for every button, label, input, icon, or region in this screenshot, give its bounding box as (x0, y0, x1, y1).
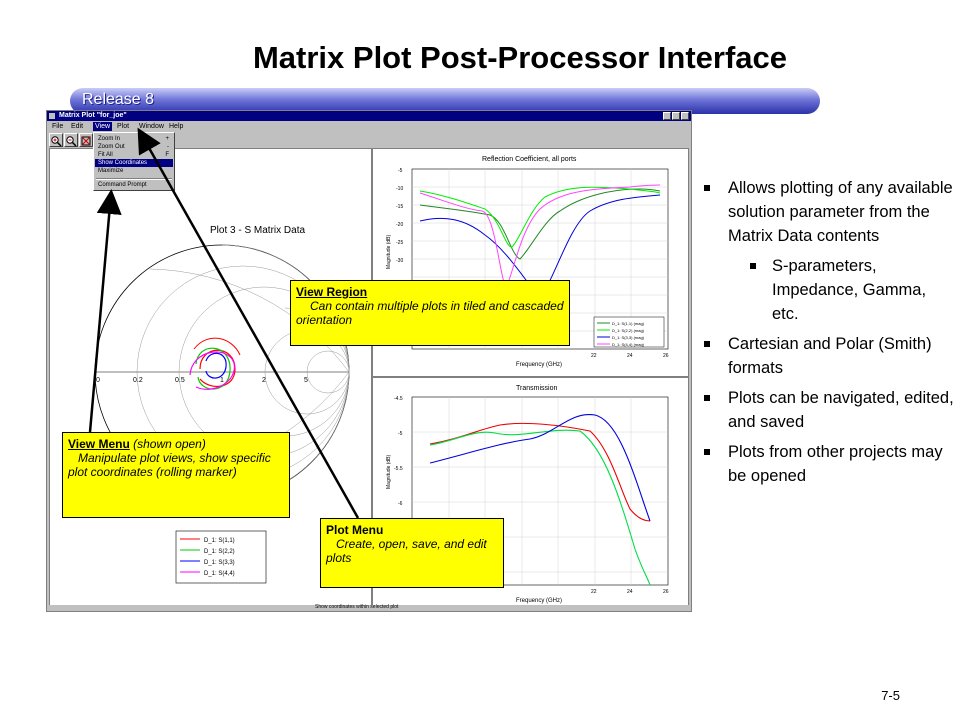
page-number: 7-5 (881, 688, 900, 703)
reflection-xtick-26: 26 (663, 353, 669, 359)
transmission-plot[interactable]: Transmission -4.5 -5 -5.5 -6 Magnitude (… (386, 385, 669, 604)
menu-plot[interactable]: Plot (117, 123, 130, 130)
reflection-legend-s22: D_1: S(2,2) (mag) (612, 328, 645, 333)
smith-axis-label-1: 1 (220, 377, 224, 384)
smith-chart[interactable]: Plot 3 - S Matrix Data 0 0.2 0.5 1 2 5 (94, 225, 350, 584)
zoom-in-icon[interactable] (49, 133, 63, 147)
transmission-trace-1 (429, 422, 651, 522)
menu-separator (96, 178, 172, 180)
menu-bar: File Edit View Plot Window Help (47, 121, 691, 132)
transmission-ytick-1: -4.5 (394, 396, 403, 402)
close-button[interactable] (681, 112, 689, 120)
bullet-item: Cartesian and Polar (Smith) formats (704, 332, 954, 380)
status-text: Show coordinates within selected plot (315, 604, 399, 610)
bullet-item: Plots can be navigated, edited, and save… (704, 386, 954, 434)
bullet-marker (750, 263, 756, 269)
app-icon (49, 113, 55, 119)
plot-menu-callout: Plot Menu Create, open, save, and edit p… (320, 518, 504, 588)
reflection-ytick-5: -25 (396, 240, 403, 246)
view-region-callout-title: View Region (296, 285, 368, 299)
view-menu-callout: View Menu (shown open) Manipulate plot v… (62, 432, 290, 518)
menu-item-show-coordinates[interactable]: Show Coordinates (95, 159, 173, 167)
transmission-xtick-22: 22 (591, 589, 597, 595)
view-region-callout-text: Can contain multiple plots in tiled and … (296, 299, 564, 327)
smith-legend-s44: D_1: S(4,4) (204, 571, 235, 577)
zoom-out-icon[interactable] (64, 133, 78, 147)
reflection-trace-s11 (419, 188, 661, 260)
transmission-xlabel: Frequency (GHz) (516, 598, 562, 604)
bullet-marker (704, 395, 710, 401)
bullet-item: Plots from other projects may be opened (704, 440, 954, 488)
view-menu-callout-text: Manipulate plot views, show specific plo… (68, 451, 271, 479)
transmission-trace-3 (429, 414, 651, 522)
view-menu-callout-subtitle: (shown open) (133, 437, 206, 451)
menu-edit[interactable]: Edit (71, 123, 84, 130)
bullet-subitem: S-parameters, Impedance, Gamma, etc. (750, 254, 954, 326)
window-title: Matrix Plot "for_joe" (59, 112, 127, 119)
bullet-marker (704, 341, 710, 347)
smith-legend-s33: D_1: S(3,3) (204, 560, 235, 566)
reflection-legend-s44: D_1: S(4,4) (mag) (612, 342, 645, 347)
menu-item-command-prompt[interactable]: Command Prompt (98, 182, 147, 188)
reflection-trace-s44 (419, 184, 661, 288)
reflection-legend (593, 316, 665, 348)
smith-axis-label-5: 5 (304, 377, 308, 384)
smith-axis-label-02: 0.2 (133, 377, 143, 384)
reflection-xtick-24: 24 (627, 353, 633, 359)
menu-window[interactable]: Window (139, 123, 164, 130)
menu-view[interactable]: View (93, 122, 113, 131)
view-region-callout: View Region Can contain multiple plots i… (290, 280, 570, 346)
slide-title: Matrix Plot Post-Processor Interface (252, 40, 788, 75)
status-bar: Show coordinates within selected plot (47, 604, 691, 611)
bullet-list: Allows plotting of any available solutio… (704, 176, 954, 494)
transmission-trace-2 (429, 429, 651, 586)
smith-axis-label-0: 0 (96, 377, 100, 384)
bullet-item: Allows plotting of any available solutio… (704, 176, 954, 248)
transmission-ylabel: Magnitude (dB) (386, 454, 392, 489)
menu-file[interactable]: File (52, 123, 64, 130)
menu-item-zoom-out[interactable]: Zoom Out- (98, 144, 169, 150)
reflection-ytick-2: -10 (396, 186, 403, 192)
transmission-ytick-2: -5 (398, 431, 403, 437)
smith-trace-s33 (205, 352, 227, 379)
menu-item-maximize[interactable]: Maximize (98, 168, 124, 174)
reflection-ylabel: Magnitude (dB) (386, 234, 392, 269)
transmission-xtick-24: 24 (627, 589, 633, 595)
reflection-ytick-1: -5 (398, 168, 403, 174)
smith-axis-label-2: 2 (262, 377, 266, 384)
release-banner: Release 8 (70, 88, 820, 114)
reflection-ytick-6: -30 (396, 258, 403, 264)
reflection-legend-s33: D_1: S(3,3) (mag) (612, 335, 645, 340)
view-menu-callout-title: View Menu (68, 437, 130, 451)
transmission-ytick-4: -6 (398, 501, 403, 507)
release-label: Release 8 (82, 91, 155, 108)
reflection-plot-title: Reflection Coefficient, all ports (482, 156, 577, 163)
menu-item-zoom-in[interactable]: Zoom In+ (98, 136, 169, 142)
bullet-marker (704, 185, 710, 191)
transmission-ytick-3: -5.5 (394, 466, 403, 472)
smith-legend (175, 530, 267, 584)
reflection-xtick-22: 22 (591, 353, 597, 359)
reflection-ytick-3: -15 (396, 204, 403, 210)
reflection-xlabel: Frequency (GHz) (516, 362, 562, 368)
reflection-ytick-4: -20 (396, 222, 403, 228)
plot-menu-callout-title: Plot Menu (326, 523, 384, 537)
reflection-legend-s11: D_1: S(1,1) (mag) (612, 321, 645, 326)
fit-all-icon[interactable] (79, 133, 93, 147)
transmission-plot-title: Transmission (516, 385, 557, 392)
window-titlebar[interactable]: Matrix Plot "for_joe" (47, 111, 691, 121)
menu-help[interactable]: Help (169, 123, 184, 130)
minimize-button[interactable] (663, 112, 671, 120)
smith-legend-s11: D_1: S(1,1) (204, 538, 235, 544)
maximize-button[interactable] (672, 112, 680, 120)
bullet-marker (704, 449, 710, 455)
smith-axis-label-05: 0.5 (175, 377, 185, 384)
transmission-xtick-26: 26 (663, 589, 669, 595)
reflection-trace-s22 (419, 186, 661, 248)
smith-plot-title: Plot 3 - S Matrix Data (210, 225, 305, 236)
smith-legend-s22: D_1: S(2,2) (204, 549, 235, 555)
plot-menu-callout-text: Create, open, save, and edit plots (326, 537, 487, 565)
